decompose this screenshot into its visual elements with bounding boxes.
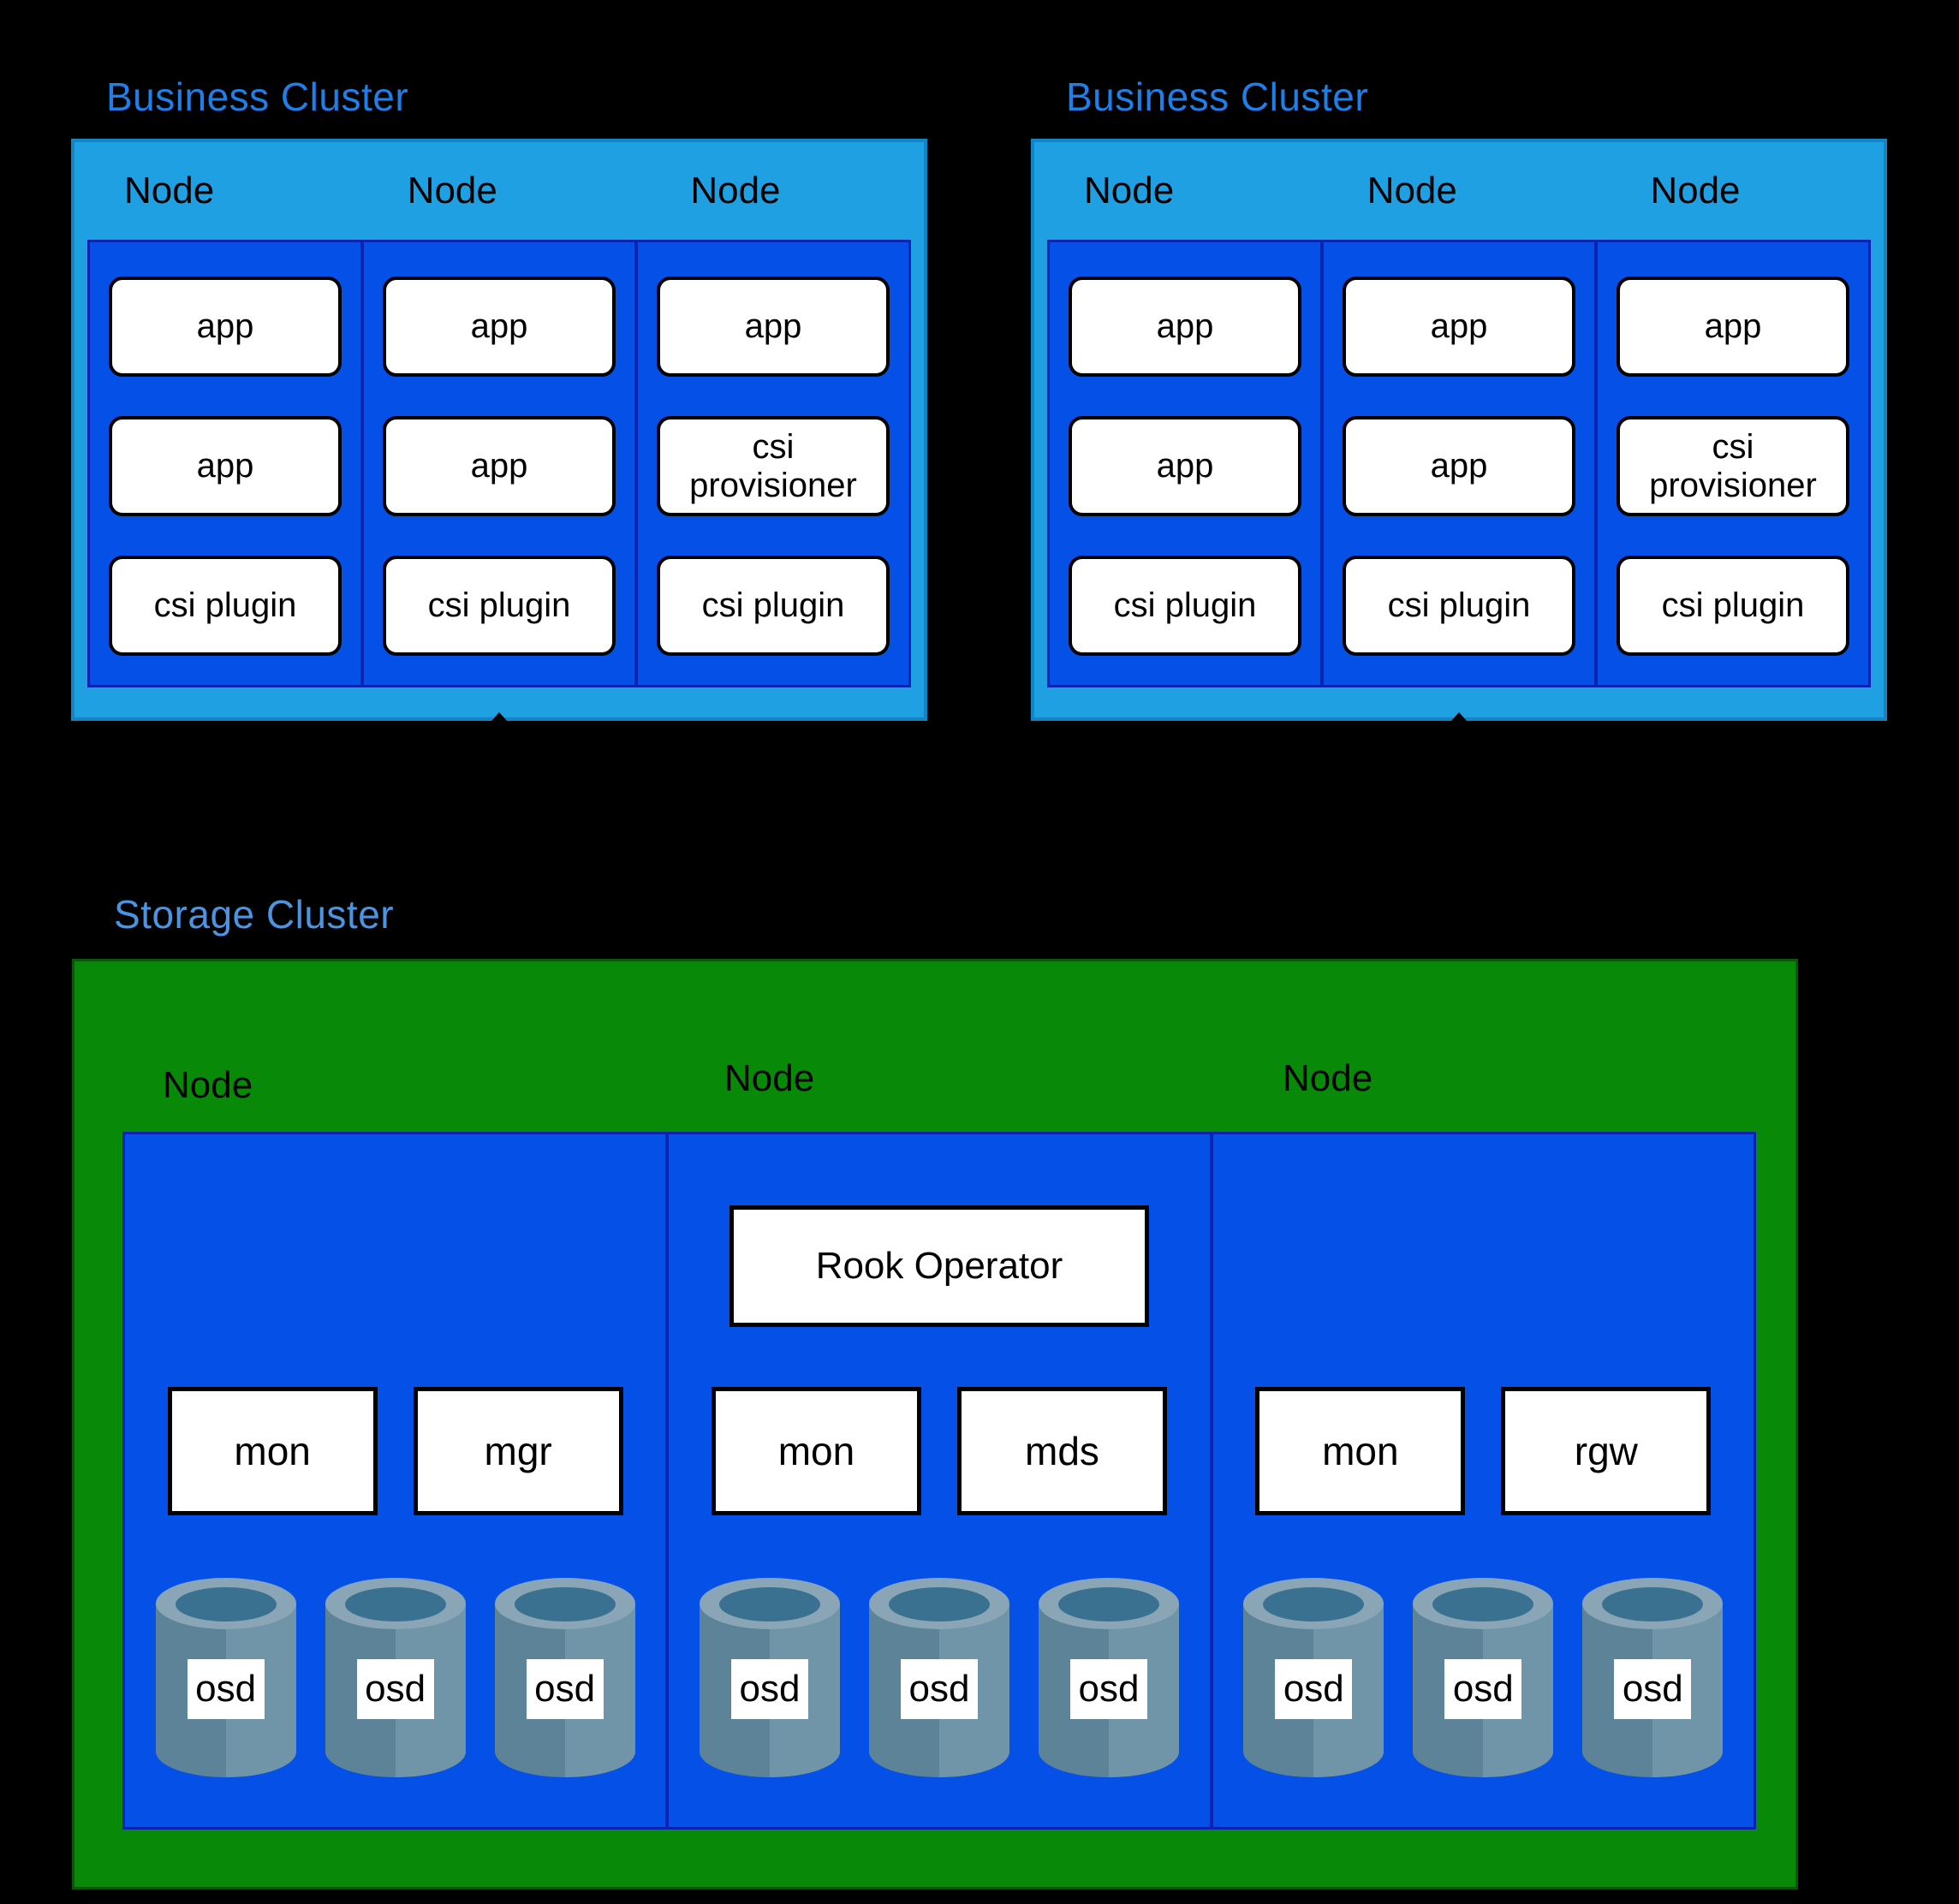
node-column: app app csi plugin	[1050, 242, 1320, 685]
node-label: Node	[124, 170, 215, 211]
daemon-box: mon	[1255, 1387, 1466, 1515]
pod-box: csi plugin	[109, 556, 342, 656]
node-label: Node	[163, 1064, 253, 1106]
pod-box: app	[657, 277, 890, 377]
node-header: Node	[74, 142, 358, 240]
storage-osd: osd	[325, 1578, 466, 1779]
pod-box: app	[1617, 277, 1849, 377]
node-label: Node	[1283, 1057, 1373, 1099]
daemon-box: mds	[956, 1387, 1167, 1515]
node-column: app csi provisioner csi plugin	[1598, 242, 1868, 685]
pod-box: csi plugin	[1069, 556, 1301, 656]
storage-osd: osd	[1582, 1578, 1724, 1779]
storage-osd: osd	[494, 1578, 635, 1779]
osd-label: osd	[900, 1659, 978, 1719]
node-header: Node	[358, 142, 641, 240]
osd-label: osd	[1614, 1659, 1692, 1719]
pod-box: app	[1069, 416, 1301, 516]
node-column: app csi provisioner csi plugin	[638, 242, 908, 685]
osd-row: osd osd osd	[669, 1578, 1209, 1779]
node-header-band: Node Node Node	[74, 142, 924, 240]
pod-box: csi plugin	[657, 556, 890, 656]
cluster-title: Storage Cluster	[114, 892, 395, 937]
cluster-title: Business Cluster	[1066, 74, 1369, 119]
storage-osd: osd	[1243, 1578, 1384, 1779]
storage-osd: osd	[868, 1578, 1009, 1779]
node-label: Node	[724, 1057, 815, 1099]
osd-label: osd	[526, 1659, 604, 1719]
pod-box: csi provisioner	[1617, 416, 1849, 516]
daemon-box: mgr	[413, 1387, 623, 1515]
node-header: Node	[1600, 142, 1884, 240]
node-header: Node	[1034, 142, 1318, 240]
pod-box: csi provisioner	[657, 416, 890, 516]
osd-row: osd osd osd	[1213, 1578, 1754, 1779]
osd-label: osd	[1069, 1659, 1147, 1719]
cluster-title: Business Cluster	[106, 74, 409, 119]
arrow-tick	[491, 712, 507, 721]
storage-osd: osd	[699, 1578, 840, 1779]
pod-box: app	[383, 277, 616, 377]
rook-operator-box: Rook Operator	[729, 1205, 1149, 1327]
pod-box: csi plugin	[383, 556, 616, 656]
osd-label: osd	[1444, 1659, 1522, 1719]
daemon-box: mon	[167, 1387, 378, 1515]
storage-osd: osd	[1038, 1578, 1179, 1779]
pod-box: csi plugin	[1343, 556, 1575, 656]
pod-box: app	[109, 416, 342, 516]
osd-label: osd	[356, 1659, 434, 1719]
storage-osd: osd	[1413, 1578, 1554, 1779]
pod-box: app	[109, 277, 342, 377]
node-label: Node	[1650, 170, 1741, 211]
arrow-tick	[1451, 712, 1467, 721]
node-column: app app csi plugin	[1324, 242, 1594, 685]
node-label: Node	[407, 170, 497, 211]
node-header: Node	[1318, 142, 1601, 240]
daemon-box: rgw	[1501, 1387, 1712, 1515]
node-header: Node	[640, 142, 924, 240]
osd-label: osd	[187, 1659, 265, 1719]
node-header-band: Node Node Node	[1034, 142, 1884, 240]
pod-box: app	[1343, 416, 1575, 516]
osd-row: osd osd osd	[125, 1578, 665, 1779]
pod-box: csi plugin	[1617, 556, 1849, 656]
pod-box: app	[1343, 277, 1575, 377]
daemon-box: mon	[711, 1387, 921, 1515]
node-column: app app csi plugin	[364, 242, 634, 685]
osd-label: osd	[1275, 1659, 1353, 1719]
pod-box: app	[383, 416, 616, 516]
node-label: Node	[1367, 170, 1457, 211]
node-label: Node	[690, 170, 781, 211]
storage-osd: osd	[155, 1578, 296, 1779]
pod-box: app	[1069, 277, 1301, 377]
node-label: Node	[1084, 170, 1175, 211]
node-column: app app csi plugin	[90, 242, 360, 685]
osd-label: osd	[730, 1659, 808, 1719]
